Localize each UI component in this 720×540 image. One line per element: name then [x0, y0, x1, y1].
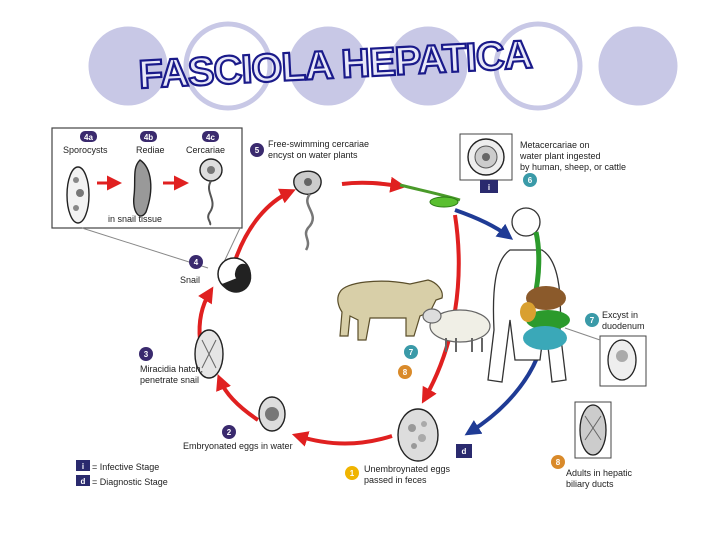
unembryonated-egg-icon [397, 408, 439, 462]
label-sporocysts: Sporocysts [63, 145, 108, 155]
legend-diagnostic-symbol [76, 475, 90, 486]
diagnostic-marker-text: d [462, 447, 467, 456]
cercaria-icon [199, 158, 223, 226]
label-in-snail-tissue: in snail tissue [108, 214, 162, 224]
legend-infective-label: = Infective Stage [92, 462, 159, 472]
label-stage1-line2: passed in feces [364, 475, 427, 485]
adult-fluke-inset [574, 401, 612, 459]
badge-4a [80, 131, 97, 142]
deco-circle-3 [283, 21, 373, 111]
arrow-1-to-2 [291, 431, 393, 447]
deco-circle-6 [593, 21, 683, 111]
badge-4-text: 4 [194, 258, 199, 267]
badge-8-text: 8 [556, 458, 561, 467]
badge-2-text: 2 [227, 428, 232, 437]
miracidium-icon [194, 329, 224, 379]
snail-stages-inset: 4a Sporocysts 4b Rediae 4c Cercariae in … [51, 127, 243, 229]
sheep-icon [422, 308, 491, 352]
badge-7-text: 7 [590, 316, 595, 325]
embryonated-egg-icon [258, 396, 286, 432]
badge-4a-text: 4a [84, 133, 93, 142]
arrow-6-to-human [454, 208, 514, 240]
free-cercaria-icon [293, 170, 322, 251]
decorative-circles [83, 21, 683, 111]
arrow-4-to-5 [234, 188, 296, 259]
badge-5 [250, 143, 264, 157]
legend-infective-symbol [76, 460, 90, 471]
infective-marker [480, 180, 498, 193]
legend-diagnostic-symbol-text: d [81, 477, 86, 486]
redia-icon [132, 159, 152, 217]
badge-7b-text: 7 [409, 348, 414, 357]
life-cycle-arrows [197, 176, 461, 447]
legend-infective-symbol-text: i [82, 462, 84, 471]
label-rediae: Rediae [136, 145, 165, 155]
label-stage6-line1: Metacercariae on [520, 140, 590, 150]
deco-circle-1 [83, 21, 173, 111]
label-stage1-line1: Unembroynated eggs [364, 464, 451, 474]
label-stage5-line1: Free-swimming cercariae [268, 139, 369, 149]
snail-icon [217, 257, 252, 293]
deco-circle-4 [383, 21, 473, 111]
badge-7b [404, 345, 418, 359]
label-cercariae: Cercariae [186, 145, 225, 155]
badge-3 [139, 347, 153, 361]
label-snail: Snail [180, 275, 200, 285]
badge-6-text: 6 [528, 176, 533, 185]
excyst-connector [564, 327, 601, 341]
legend-diagnostic-label: = Diagnostic Stage [92, 477, 168, 487]
label-stage2: Embryonated eggs in water [183, 441, 293, 451]
diagnostic-marker [456, 444, 472, 458]
badge-5-text: 5 [255, 146, 260, 155]
badge-6 [523, 173, 537, 187]
badge-7 [585, 313, 599, 327]
water-plant-icon [399, 183, 461, 208]
badge-4 [189, 255, 203, 269]
inset-connector-1 [81, 227, 209, 269]
badge-4c [202, 131, 219, 142]
cow-icon [337, 279, 443, 341]
metacercariae-inset [459, 133, 513, 181]
badge-4b [140, 131, 157, 142]
label-stage3-line1: Miracidia hatch, [140, 364, 203, 374]
badge-2 [222, 425, 236, 439]
badge-8 [551, 455, 565, 469]
label-stage8-line2: biliary ducts [566, 479, 614, 489]
legend: i = Infective Stage d = Diagnostic Stage [76, 460, 168, 487]
human-figure-icon [487, 207, 570, 383]
badge-4b-text: 4b [144, 133, 153, 142]
badge-1 [345, 466, 359, 480]
badge-1-text: 1 [350, 469, 355, 478]
deco-circle-5 [493, 21, 583, 111]
deco-circle-2 [183, 21, 273, 111]
infective-marker-text: i [488, 183, 490, 192]
arrow-5-to-6 [341, 176, 407, 193]
badge-8b-text: 8 [403, 368, 408, 377]
badge-4c-text: 4c [206, 133, 215, 142]
label-stage6-line3: by human, sheep, or cattle [520, 162, 626, 172]
excyst-inset [599, 335, 647, 387]
inset-connector-2 [223, 227, 241, 263]
label-stage8-line1: Adults in hepatic [566, 468, 633, 478]
sporocyst-icon [66, 166, 90, 224]
label-stage6-line2: water plant ingested [519, 151, 601, 161]
badge-3-text: 3 [144, 350, 149, 359]
label-stage7-line1: Excyst in [602, 310, 638, 320]
badge-8b [398, 365, 412, 379]
label-stage3-line2: penetrate snail [140, 375, 199, 385]
label-stage5-line2: encyst on water plants [268, 150, 358, 160]
arrow-2-to-3 [216, 374, 260, 422]
label-stage7-line2: duodenum [602, 321, 645, 331]
